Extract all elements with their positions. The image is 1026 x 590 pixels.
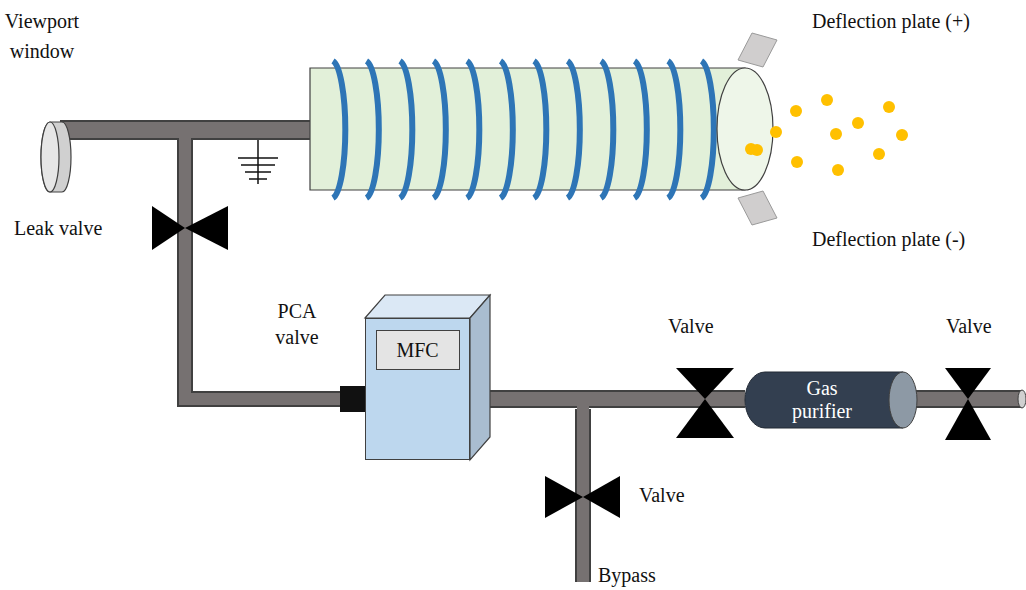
coil-ring bbox=[400, 61, 412, 198]
bypass-pipe bbox=[583, 406, 584, 582]
part-label: Valve bbox=[668, 313, 714, 339]
gas-pipe bbox=[470, 399, 745, 400]
outlet-valve-symbol bbox=[945, 399, 991, 440]
bypass-valve-symbol bbox=[583, 476, 620, 518]
ground-symbol bbox=[241, 164, 275, 166]
coil-ring bbox=[702, 61, 714, 198]
deflection-plates bbox=[738, 33, 777, 67]
part-label: Valve bbox=[946, 313, 992, 339]
accelerator-cylinder bbox=[310, 61, 773, 198]
ground-symbol bbox=[238, 157, 278, 159]
coil-ring bbox=[434, 61, 446, 198]
ion-dot bbox=[896, 129, 908, 141]
mfc-box: MFC bbox=[365, 318, 470, 460]
outlet-valve-symbol bbox=[945, 368, 991, 440]
inlet-valve-symbol bbox=[676, 368, 734, 438]
mfc-label: MFC bbox=[376, 330, 460, 370]
part-label: PCA valve bbox=[266, 298, 328, 350]
ground-symbol bbox=[245, 171, 271, 173]
inlet-valve-symbol bbox=[676, 399, 734, 438]
upper-pipe bbox=[60, 130, 312, 131]
coil-ring bbox=[467, 61, 479, 198]
part-label: Leak valve bbox=[14, 215, 102, 241]
part-label: Deflection plate (-) bbox=[812, 226, 965, 252]
purifier-text-area: Gas purifier bbox=[745, 372, 899, 428]
ground-symbol bbox=[238, 140, 278, 184]
part-label: Bypass bbox=[598, 562, 656, 588]
gas-purifier: Gas purifier bbox=[745, 372, 917, 428]
ion-dot bbox=[790, 105, 802, 117]
upper-pipe bbox=[60, 122, 312, 138]
part-label: Viewport window bbox=[0, 6, 84, 66]
coil-ring bbox=[501, 61, 513, 198]
inlet-valve-symbol bbox=[676, 368, 734, 399]
accelerator-cylinder bbox=[717, 68, 773, 190]
pca-valve-body bbox=[340, 386, 367, 412]
ion-dot bbox=[770, 126, 782, 138]
mfc-housing bbox=[365, 295, 490, 460]
viewport-window bbox=[41, 122, 71, 192]
ion-dot bbox=[830, 128, 842, 140]
viewport-window bbox=[41, 122, 59, 192]
coil-ring bbox=[668, 61, 680, 198]
coil-ring bbox=[601, 61, 613, 198]
coil-ring bbox=[367, 61, 379, 198]
coil-ring bbox=[534, 61, 546, 198]
part-label: Valve bbox=[639, 482, 685, 508]
leak-valve-symbol bbox=[152, 206, 228, 250]
outlet-valve-symbol bbox=[945, 368, 991, 399]
purifier-body bbox=[745, 372, 903, 428]
ground-symbol bbox=[249, 178, 267, 180]
ion-dot bbox=[873, 148, 885, 160]
purifier-label: Gas purifier bbox=[777, 377, 867, 423]
viewport-window bbox=[41, 122, 71, 192]
coil-ring bbox=[635, 61, 647, 198]
bypass-valve-symbol bbox=[545, 476, 620, 518]
deflection-plates bbox=[738, 191, 777, 225]
coil-ring bbox=[333, 61, 345, 198]
pca-valve-body bbox=[340, 386, 367, 412]
leak-valve-symbol bbox=[152, 206, 185, 250]
bypass-pipe bbox=[577, 406, 589, 582]
ground-symbol bbox=[257, 140, 259, 184]
ion-dot bbox=[745, 143, 757, 155]
ion-dot bbox=[832, 164, 844, 176]
mfc-housing bbox=[470, 295, 490, 460]
ion-dot bbox=[852, 117, 864, 129]
purifier-end-cap bbox=[889, 372, 917, 428]
mfc-housing bbox=[365, 295, 490, 318]
coil-rings bbox=[333, 61, 714, 198]
part-label: Deflection plate (+) bbox=[812, 8, 970, 34]
ion-dot bbox=[791, 156, 803, 168]
ion-dot bbox=[821, 94, 833, 106]
outlet-pipe bbox=[1018, 390, 1026, 408]
deflection-plates bbox=[738, 33, 777, 225]
ion-dots bbox=[745, 94, 908, 176]
bypass-valve-symbol bbox=[545, 476, 583, 518]
coil-ring bbox=[568, 61, 580, 198]
ion-dot bbox=[883, 101, 895, 113]
leak-valve-symbol bbox=[185, 206, 228, 250]
